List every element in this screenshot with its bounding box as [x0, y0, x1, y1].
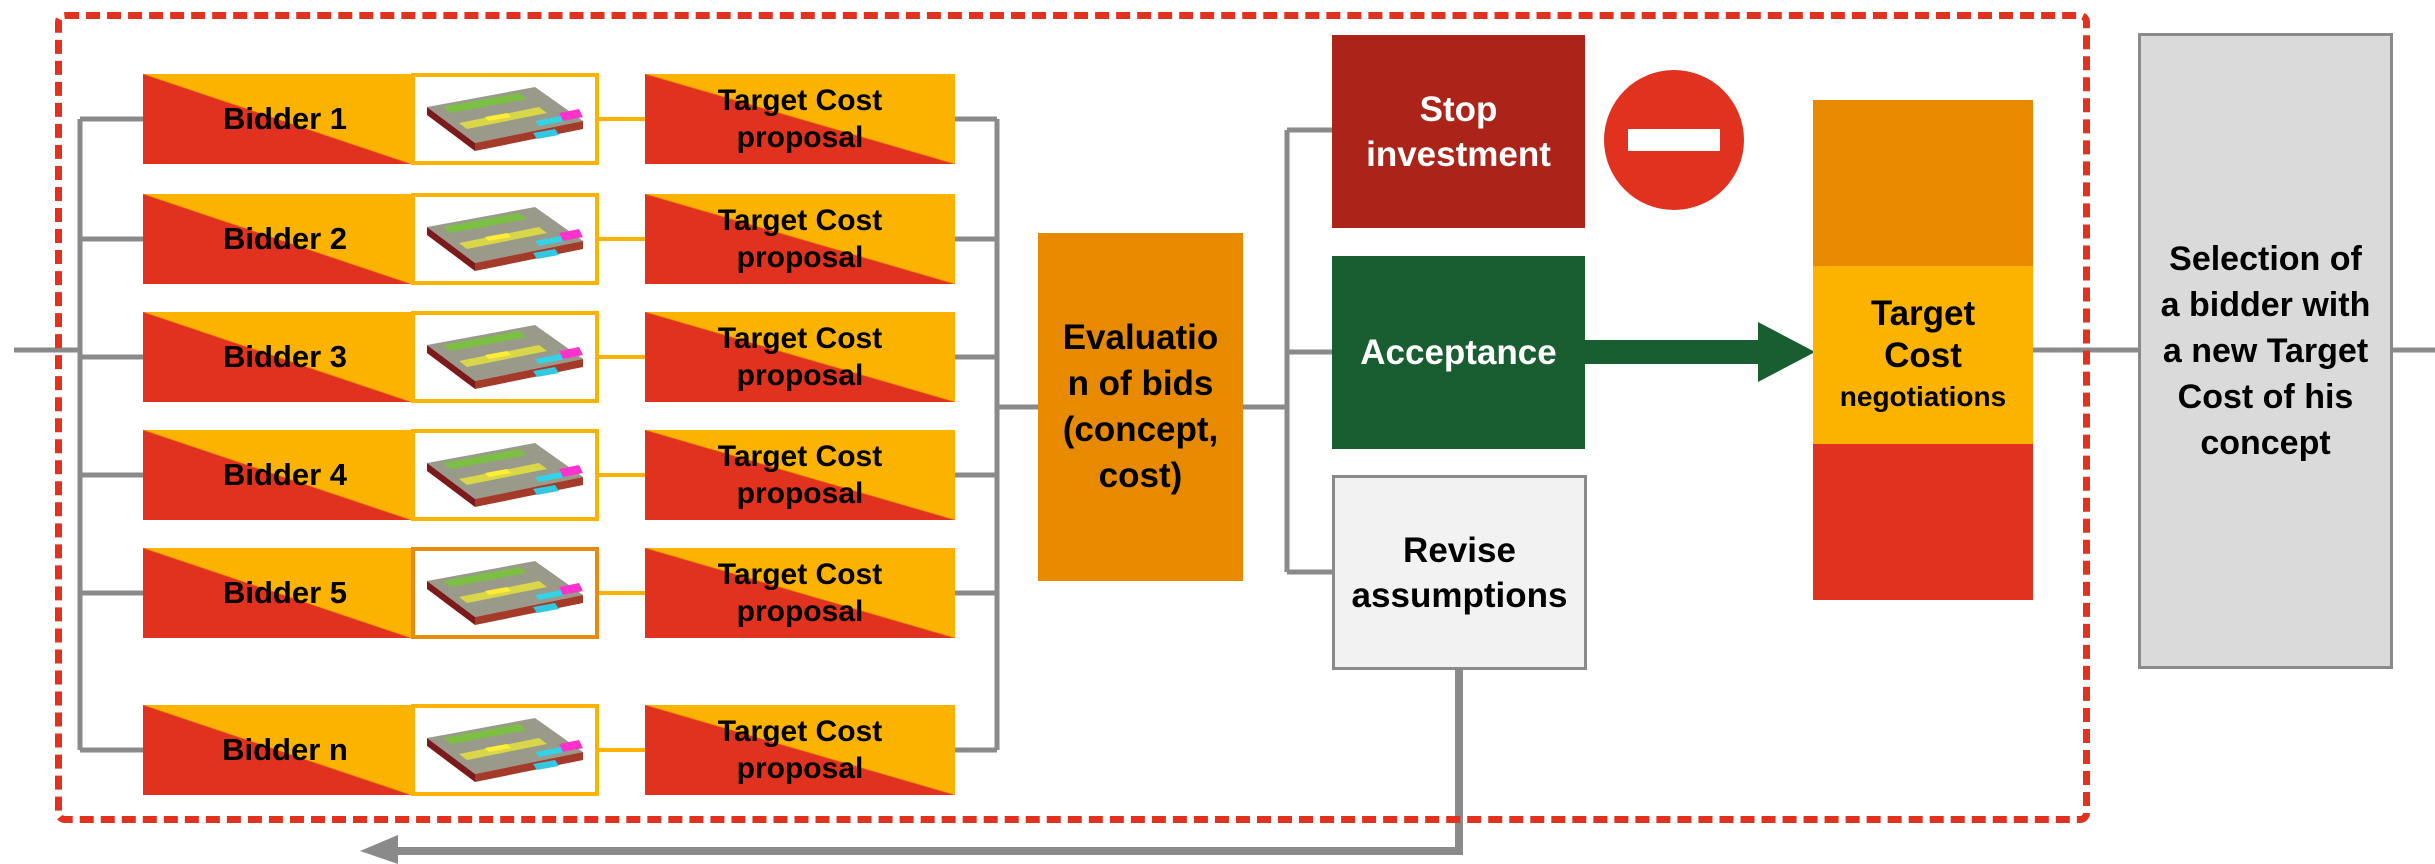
acceptance-arrow [1585, 322, 1815, 382]
selection-box: Selection of a bidder with a new Target … [2138, 33, 2393, 669]
bidder-4-box: Bidder 4 [143, 430, 411, 520]
no-entry-icon [1604, 70, 1744, 210]
acceptance-box: Acceptance [1332, 256, 1585, 449]
negotiation-bottom-band [1813, 444, 2033, 600]
bidder-n-box: Bidder n [143, 705, 411, 795]
bidder-3-concept-image [411, 311, 599, 403]
bidder-1-box: Bidder 1 [143, 74, 411, 164]
bidder-n-concept-image [411, 704, 599, 796]
bidder-2-concept-image [411, 193, 599, 285]
bidder-4-concept-image [411, 429, 599, 521]
bidding-phase-frame [55, 12, 2090, 823]
negotiation-top-band [1813, 100, 2033, 266]
bidder-5-concept-image [411, 547, 599, 639]
target-cost-negotiations-box: Target Cost negotiations [1813, 266, 2033, 444]
bidder-1-concept-image [411, 73, 599, 165]
bidder-2-box: Bidder 2 [143, 194, 411, 284]
evaluation-box: Evaluatio n of bids (concept, cost) [1038, 233, 1243, 581]
bidder-3-box: Bidder 3 [143, 312, 411, 402]
bidder-5-box: Bidder 5 [143, 548, 411, 638]
